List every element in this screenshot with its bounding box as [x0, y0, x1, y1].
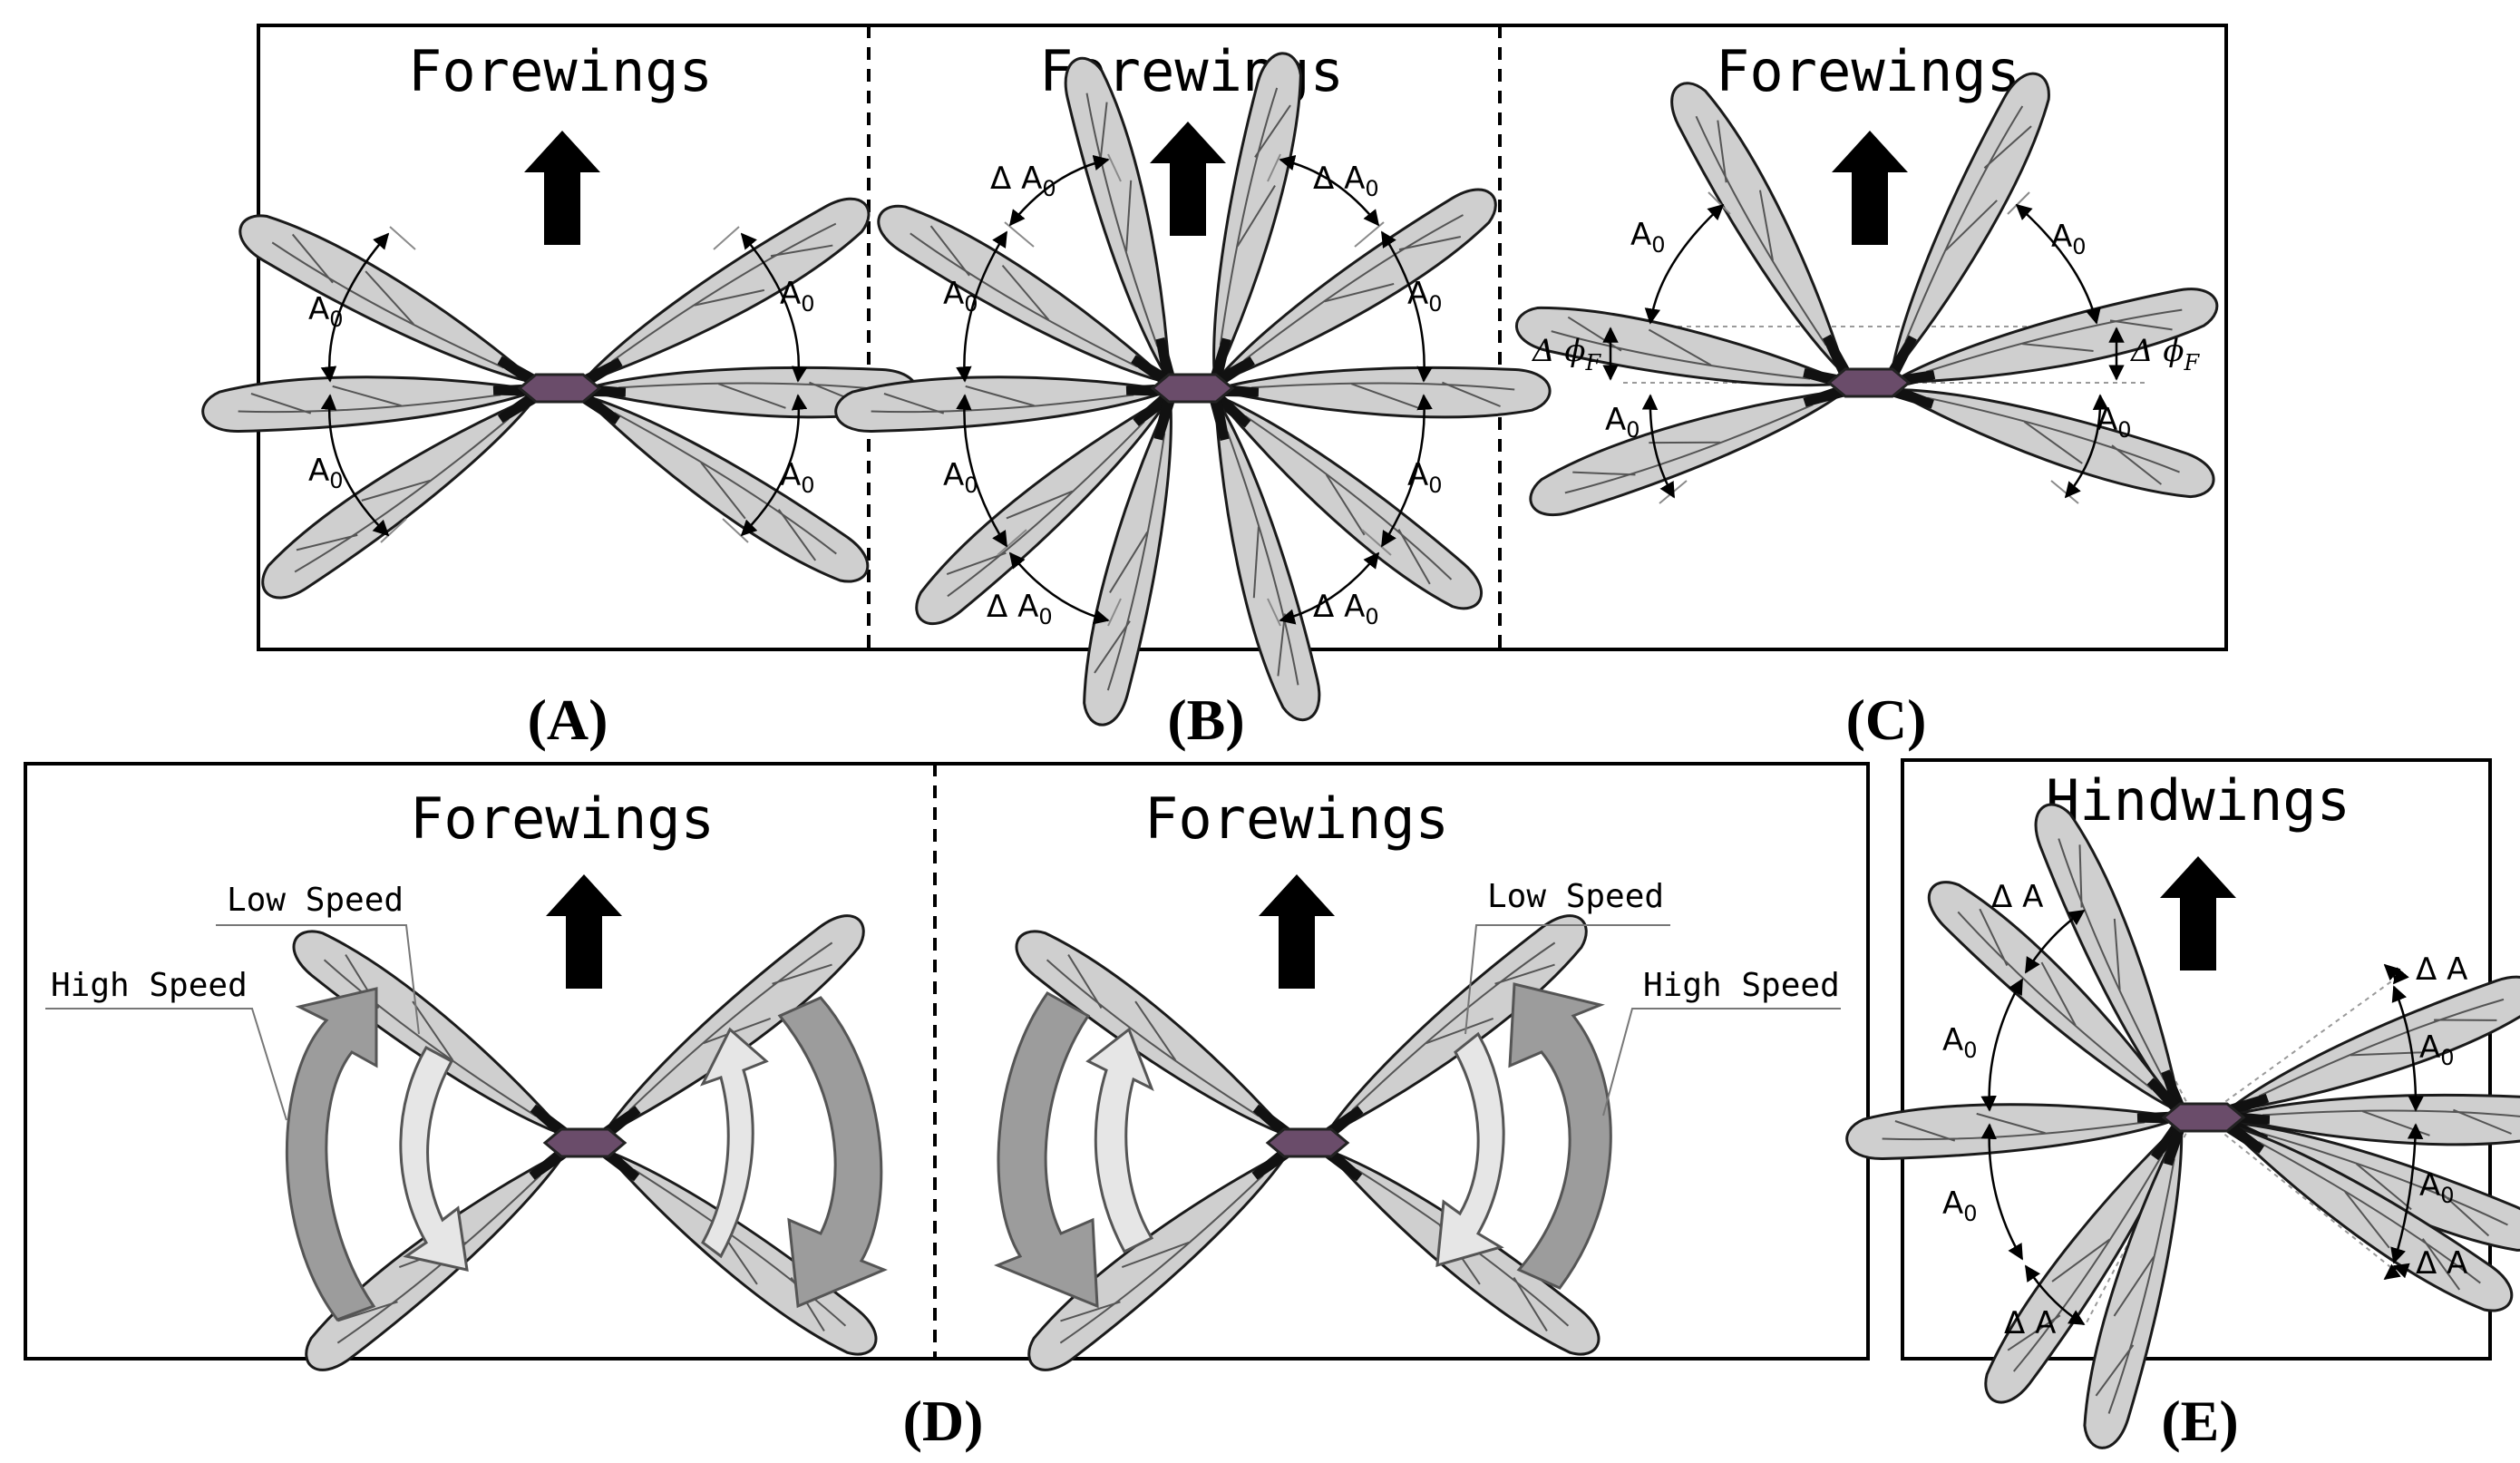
high-speed-arrow	[777, 996, 888, 1309]
amplitude-arcs	[1980, 909, 2424, 1326]
up-arrow-icon	[546, 874, 622, 989]
low-speed-arrow	[700, 1027, 769, 1259]
insect-wings	[200, 187, 919, 610]
low-speed-leader	[216, 924, 420, 1035]
a0-label: A0	[308, 453, 344, 493]
a0-label: A0	[780, 457, 815, 498]
panel-d-frame	[24, 762, 1870, 1361]
panel-e: Hindwings A0 A0	[1844, 767, 2520, 1455]
delta-phi-label: Δ ϕF	[1531, 333, 1602, 376]
up-arrow-icon	[1832, 131, 1908, 245]
high-speed-leader	[45, 1008, 287, 1121]
panel-d-right: Forewings Low Speed High Speed (D)	[903, 785, 1841, 1453]
a0-label: A0	[1407, 457, 1443, 498]
delta-a-label: Δ A	[2004, 1305, 2056, 1341]
a0-label: A0	[1942, 1185, 1978, 1226]
a0-label: A0	[780, 276, 815, 317]
panel-b: Forewings	[833, 38, 1552, 752]
a0-label: A0	[2419, 1029, 2455, 1070]
up-arrow-icon	[2160, 856, 2236, 970]
top-panel-frame	[257, 24, 2228, 651]
delta-a-label: Δ A	[1991, 879, 2043, 915]
low-speed-arrow	[1085, 1027, 1154, 1253]
panel-e-frame	[1901, 758, 2492, 1361]
low-speed-label: Low Speed	[1487, 878, 1664, 915]
low-speed-leader	[1464, 924, 1670, 1035]
panel-c-title: Forewings	[1716, 38, 2020, 104]
panel-a-title: Forewings	[408, 38, 713, 104]
a0-label: A0	[943, 276, 978, 317]
tilted-reference-line	[2203, 1117, 2395, 1271]
delta-a-label: Δ A	[2416, 951, 2467, 988]
a0-label: A0	[1407, 276, 1443, 317]
amplitude-arcs	[1602, 203, 2125, 499]
panel-e-title: Hindwings	[2046, 767, 2350, 834]
a0-label: A0	[943, 457, 978, 498]
a0-label: A0	[2097, 402, 2132, 443]
high-speed-arrow	[286, 987, 378, 1322]
low-speed-arrow	[399, 1045, 469, 1272]
panel-c-caption: (C)	[1846, 688, 1927, 752]
panel-a: Forewings A0 A0 A0 A0 (A)	[200, 38, 919, 752]
a0-label: A0	[1630, 217, 1666, 258]
delta-a0-label: Δ A0	[1313, 161, 1379, 201]
amplitude-arcs	[320, 232, 808, 537]
panel-d-left: Forewings Low Speed High Speed	[45, 785, 888, 1382]
high-speed-arrow	[1508, 982, 1612, 1290]
up-arrow-icon	[1150, 122, 1226, 236]
panel-d-left-title: Forewings	[410, 785, 715, 852]
delta-phi-label: Δ ϕF	[2129, 333, 2201, 376]
panel-b-caption: (B)	[1167, 688, 1244, 752]
up-arrow-icon	[524, 131, 600, 245]
a0-label: A0	[1605, 402, 1640, 443]
a0-label: A0	[2419, 1167, 2455, 1208]
high-speed-leader	[1602, 1008, 1841, 1117]
panel-e-caption: (E)	[2161, 1389, 2238, 1453]
delta-a0-label: Δ A0	[990, 161, 1056, 201]
panel-d-caption: (D)	[903, 1389, 984, 1453]
a0-label: A0	[1942, 1022, 1978, 1063]
delta-a0-label: Δ A0	[987, 589, 1053, 629]
high-speed-label: High Speed	[1643, 967, 1840, 1004]
high-speed-arrow	[994, 991, 1099, 1309]
up-arrow-icon	[1259, 874, 1335, 989]
a0-label: A0	[2051, 219, 2087, 259]
low-speed-label: Low Speed	[227, 882, 404, 919]
low-speed-arrow	[1435, 1031, 1505, 1268]
stroke-angle-ticks	[380, 226, 749, 543]
panel-c: Forewings A0 A0 A0 A	[1511, 38, 2224, 752]
a0-label: A0	[308, 291, 344, 332]
tilted-reference-line	[2203, 979, 2395, 1118]
panel-a-caption: (A)	[528, 688, 608, 752]
panel-d-right-title: Forewings	[1144, 785, 1449, 852]
amplitude-arcs	[956, 154, 1433, 625]
high-speed-label: High Speed	[51, 967, 248, 1004]
delta-a-label: Δ A	[2416, 1245, 2467, 1282]
stroke-angle-ticks	[997, 153, 1392, 627]
delta-a0-label: Δ A0	[1313, 589, 1379, 629]
